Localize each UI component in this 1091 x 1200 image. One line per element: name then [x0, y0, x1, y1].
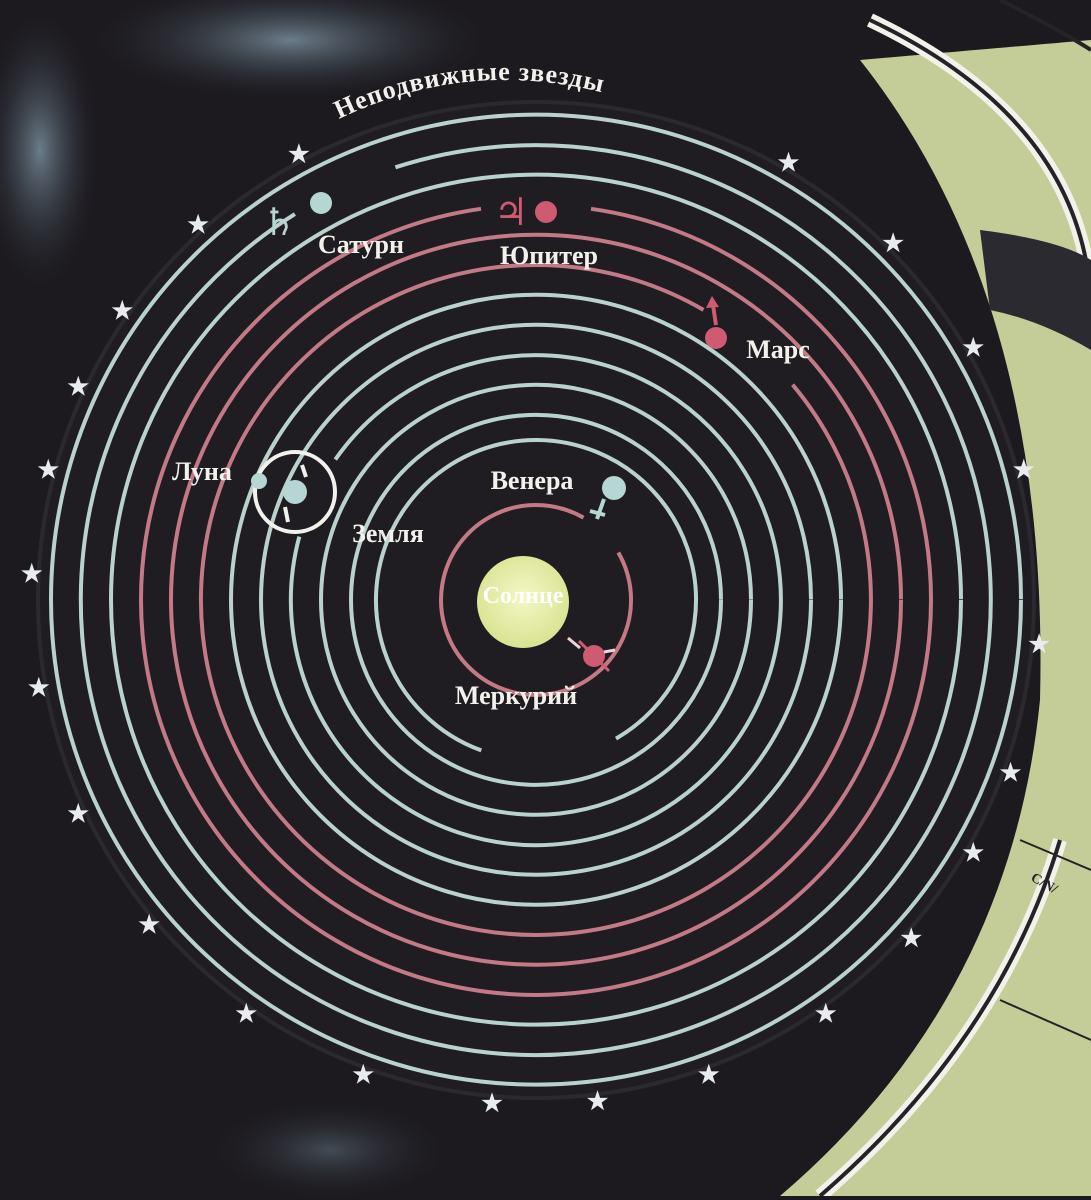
jupiter-orbit [139, 206, 933, 997]
star-icon: ★ [778, 151, 800, 177]
earth-orbit [288, 353, 783, 848]
stars: ★ ★ ★ ★ ★ ★ ★ ★ ★ ★ ★ ★ ★ ★ ★ ★ ★ ★ ★ ★ ★ ★ ★ [21, 142, 1050, 1117]
star-icon: ★ [187, 213, 209, 239]
saturn-orbit [78, 143, 993, 1058]
star-icon: ★ [901, 926, 923, 952]
earth-axis-bottom [283, 506, 290, 523]
sun-label: Солнце [483, 583, 564, 609]
jupiter-symbol-icon: ♃ [494, 192, 528, 234]
jupiter-label: Юпитер [500, 241, 598, 270]
mercury-label: Меркурий [455, 681, 577, 710]
jupiter-body [535, 201, 557, 223]
venus-symbol-icon [589, 476, 626, 520]
nebula-left [0, 10, 100, 290]
star-icon: ★ [28, 676, 50, 702]
star-icon: ★ [21, 562, 43, 588]
star-icon: ★ [37, 457, 59, 483]
star-icon: ★ [882, 231, 904, 257]
saturn-symbol-icon: ♄ [262, 202, 296, 244]
moon-label: Луна [172, 457, 232, 486]
ring-3 [349, 412, 723, 787]
star-icon: ★ [481, 1091, 503, 1117]
ring-7 [229, 292, 843, 907]
star-icon: ★ [963, 336, 985, 362]
star-icon: ★ [236, 1002, 258, 1028]
star-icon: ★ [587, 1089, 609, 1115]
star-icon: ★ [138, 913, 160, 939]
star-icon: ★ [353, 1063, 375, 1089]
star-icon: ★ [112, 298, 134, 324]
ring-6 [259, 322, 813, 877]
saturn-label: Сатурн [318, 230, 404, 259]
mercury-symbol-icon [567, 636, 616, 673]
ring-9 [169, 232, 903, 967]
saturn-body [310, 192, 332, 214]
nebula-bottom [210, 1100, 450, 1200]
star-icon: ★ [698, 1063, 720, 1089]
mercury-orbit [439, 502, 634, 697]
mars-label: Марс [746, 335, 810, 364]
mars-orbit [198, 263, 873, 937]
outer-ring [49, 112, 1023, 1087]
adjacent-panel [780, 0, 1091, 1200]
venus-label: Венера [491, 466, 574, 495]
star-icon: ★ [1013, 457, 1035, 483]
venus-orbit [374, 438, 698, 753]
star-sphere-rim [36, 100, 1036, 1100]
star-icon: ★ [288, 142, 310, 168]
star-icon: ★ [963, 841, 985, 867]
sun-body [477, 556, 569, 648]
star-icon: ★ [815, 1002, 837, 1028]
moon-orbit [253, 450, 337, 534]
earth-axis-top [300, 464, 308, 478]
moon-body [251, 473, 267, 489]
star-icon: ★ [68, 801, 90, 827]
nebula-top [90, 0, 490, 100]
ring-4 [319, 382, 753, 817]
star-icon: ★ [1000, 761, 1022, 787]
ring-11 [109, 172, 963, 1027]
star-icon: ★ [68, 375, 90, 401]
star-icon: ★ [1028, 632, 1050, 658]
orbits [49, 112, 1023, 1087]
earth-label: Земля [352, 519, 424, 548]
mars-symbol-icon [705, 296, 727, 349]
earth-body [283, 480, 307, 504]
